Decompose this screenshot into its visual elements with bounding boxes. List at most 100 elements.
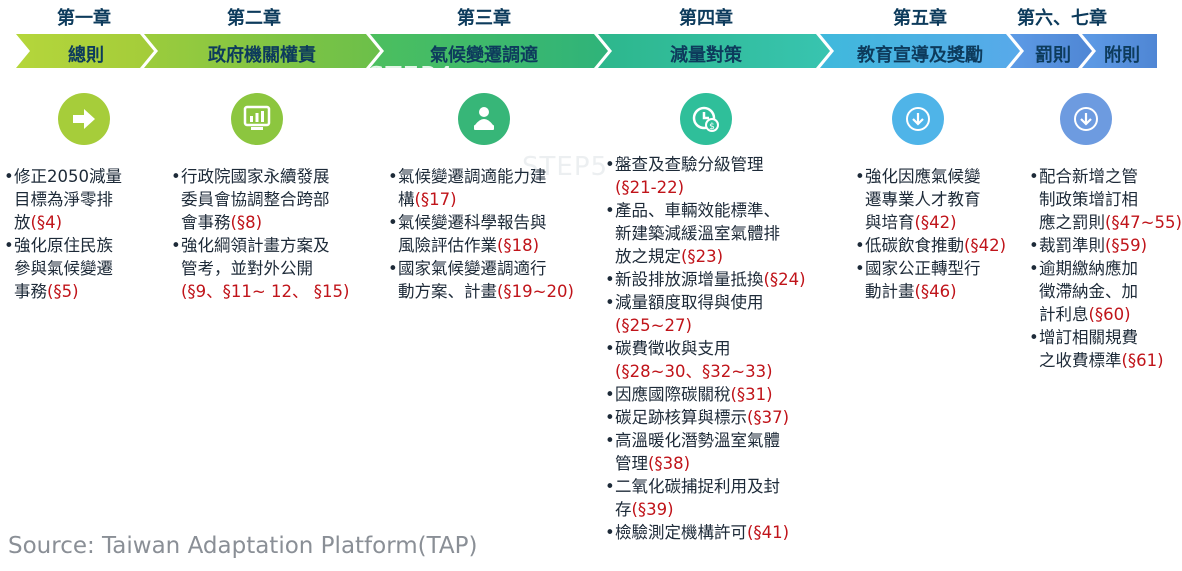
chapter-7-arrow — [1082, 34, 1157, 68]
bullet-text-line: 產品、車輛效能標準、 — [615, 201, 780, 220]
clock-money-icon: $ — [680, 93, 732, 145]
download-arrow-icon — [892, 93, 944, 145]
bullet-text-line: 放(§4) — [14, 213, 63, 232]
bullet-text-line: 新設排放源增量抵換(§24) — [615, 270, 806, 289]
article-reference: (§25~27) — [615, 316, 692, 335]
bullet-text-line: 氣候變遷調適能力建 — [398, 167, 547, 186]
svg-text:$: $ — [709, 122, 715, 132]
chapter-6-arrow — [1010, 34, 1092, 68]
bullet-text-line: 風險評估作業(§18) — [398, 236, 540, 255]
bullet-text-line: 動方案、計畫(§19~20) — [398, 282, 574, 301]
bullet-text-line: 裁罰準則(§59) — [1039, 236, 1148, 255]
chapter-3-heading: 第三章 — [457, 8, 511, 29]
bullet-text-line: 與培育(§42) — [865, 213, 957, 232]
bullet-text-line: 國家氣候變遷調適行 — [398, 259, 547, 278]
bullet-text-line: 遷專業人才教育 — [865, 190, 981, 209]
bullet-text-line: 制政策增訂相 — [1039, 190, 1138, 209]
article-reference: (§4) — [30, 213, 63, 232]
chapter-5-title: 教育宣導及獎勵 — [857, 45, 983, 66]
chapter-3-content: 氣候變遷調適能力建構(§17)氣候變遷科學報告與風險評估作業(§18)國家氣候變… — [388, 165, 574, 303]
article-reference: (§24) — [763, 270, 806, 289]
bullet-text-line: 低碳飲食推動(§42) — [865, 236, 1007, 255]
bullet-text-line: 目標為淨零排 — [14, 190, 113, 209]
chapter-1-title: 總則 — [68, 45, 104, 66]
bullet-text-line: 徵滯納金、加 — [1039, 282, 1138, 301]
chapter-4-arrow — [598, 34, 830, 68]
bullet-item: 碳足跡核算與標示(§37) — [605, 406, 806, 429]
chapter-arrow-band — [16, 34, 1157, 68]
article-reference: (§19~20) — [497, 282, 574, 301]
bullet-text-line: 委員會協調整合跨部 — [181, 190, 330, 209]
bullet-text-line: 應之罰則(§47~55) — [1039, 213, 1182, 232]
bullet-text-line: 參與氣候變遷 — [14, 259, 113, 278]
chapter-7-title: 附則 — [1104, 45, 1140, 66]
source-caption: Source: Taiwan Adaptation Platform(TAP) — [8, 533, 478, 559]
chapter-2-arrow — [144, 34, 380, 68]
article-reference: (§5) — [47, 282, 79, 301]
article-reference: (§46) — [914, 282, 957, 301]
bullet-text-line: 因應國際碳關稅(§31) — [615, 385, 773, 404]
bullet-item: 因應國際碳關稅(§31) — [605, 383, 806, 406]
bullet-text-line: 碳費徵收與支用 — [615, 339, 731, 358]
article-reference: (§8) — [230, 213, 263, 232]
article-reference: (§28~30、§32~33) — [615, 362, 773, 381]
bullet-text-line: 檢驗測定機構許可(§41) — [615, 523, 790, 542]
bullet-text-line: 高溫暖化潛勢溫室氣體 — [615, 431, 780, 450]
chapter-2-heading: 第二章 — [227, 8, 281, 29]
bullet-text-line: 行政院國家永續發展 — [181, 167, 330, 186]
chapter-6-7-content: 配合新增之管制政策增訂相應之罰則(§47~55)裁罰準則(§59)逾期繳納應加徵… — [1029, 165, 1182, 372]
chapter-6-7-heading: 第六、七章 — [1017, 8, 1107, 29]
bullet-text-line: 氣候變遷科學報告與 — [398, 213, 547, 232]
bullet-text-line: 國家公正轉型行 — [865, 259, 981, 278]
reference-line: (§21-22) — [615, 176, 806, 199]
bullet-text-line: 二氧化碳捕捉利用及封 — [615, 477, 780, 496]
bullet-text-line: 放之規定(§23) — [615, 247, 724, 266]
chapter-5-arrow — [820, 34, 1020, 68]
chapter-3-title: 氣候變遷調適 — [430, 45, 538, 66]
bullet-item: 新設排放源增量抵換(§24) — [605, 268, 806, 291]
chapter-4-title: 減量對策 — [670, 45, 742, 66]
bullet-text-line: 管考，並對外公開 — [181, 259, 313, 278]
bullet-text-line: 強化綱領計畫方案及 — [181, 236, 330, 255]
article-reference: (§41) — [747, 523, 790, 542]
article-reference: (§42) — [914, 213, 957, 232]
bullet-item: 盤查及查驗分級管理(§21-22) — [605, 153, 806, 199]
article-reference: (§17) — [414, 190, 457, 209]
chapter-1-heading: 第一章 — [57, 8, 111, 29]
bullet-text-line: 存(§39) — [615, 500, 674, 519]
reference-line: (§25~27) — [615, 314, 806, 337]
bullet-text-line: 修正2050減量 — [14, 167, 122, 186]
chapter-5-heading: 第五章 — [893, 8, 947, 29]
bullet-text-line: 會事務(§8) — [181, 213, 263, 232]
bullet-text-line: 碳足跡核算與標示(§37) — [615, 408, 790, 427]
article-reference: (§21-22) — [615, 178, 685, 197]
article-reference: (§47~55) — [1105, 213, 1182, 232]
chapter-4-heading: 第四章 — [679, 8, 733, 29]
bullet-item: 減量額度取得與使用(§25~27) — [605, 291, 806, 337]
bullet-text-line: 新建築減緩溫室氣體排 — [615, 224, 780, 243]
arrow-right-icon — [58, 93, 110, 145]
article-reference: (§42) — [964, 236, 1007, 255]
bullet-text-line: 逾期繳納應加 — [1039, 259, 1138, 278]
chapter-1-arrow — [16, 34, 154, 68]
article-reference: (§37) — [747, 408, 790, 427]
bullet-text-line: 強化因應氣候變 — [865, 167, 981, 186]
article-reference: (§60) — [1088, 305, 1131, 324]
article-reference: (§38) — [648, 454, 691, 473]
article-reference: (§31) — [730, 385, 773, 404]
